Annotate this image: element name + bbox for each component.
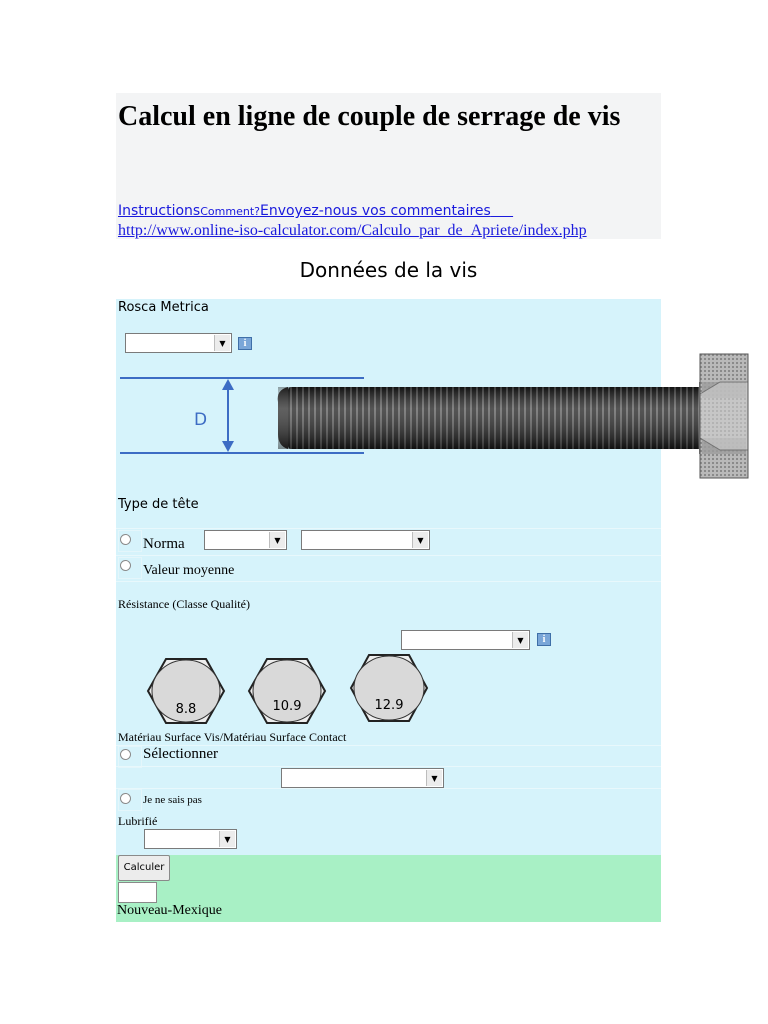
chevron-down-icon: ▼: [214, 335, 230, 351]
result-panel: [116, 855, 661, 922]
thread-label: Rosca Metrica: [118, 300, 209, 315]
bolt-diagram: D: [120, 353, 749, 479]
radio-wrapper: [118, 557, 142, 579]
chevron-down-icon: ▼: [512, 632, 528, 648]
lubricated-label: Lubrifié: [118, 814, 158, 828]
lubricated-select[interactable]: ▼: [144, 829, 237, 849]
radio-wrapper: [118, 530, 142, 552]
norma-select-2[interactable]: ▼: [301, 530, 430, 550]
radio-wrapper: [118, 789, 142, 811]
result-field[interactable]: [118, 882, 157, 903]
hex-bolt-head-icon: [349, 654, 429, 722]
mean-value-radio[interactable]: [120, 560, 131, 571]
comment-link[interactable]: Comment?: [200, 205, 260, 218]
norma-radio[interactable]: [120, 534, 131, 545]
divider: [116, 581, 661, 582]
divider: [116, 745, 661, 746]
material-select[interactable]: ▼: [281, 768, 444, 788]
resistance-select[interactable]: ▼: [401, 630, 530, 650]
feedback-link-trailing: [491, 203, 513, 219]
footer-text: Nouveau-Mexique: [117, 903, 222, 918]
chevron-down-icon: ▼: [269, 532, 285, 548]
divider: [116, 555, 661, 556]
grade-label: 10.9: [272, 699, 302, 714]
page-title: Calcul en ligne de couple de serrage de …: [118, 101, 621, 132]
chevron-down-icon: ▼: [219, 831, 235, 847]
thread-select[interactable]: ▼: [125, 333, 232, 353]
norma-select-1[interactable]: ▼: [204, 530, 287, 550]
divider: [116, 788, 661, 789]
divider: [116, 528, 661, 529]
grade-label: 8.8: [175, 702, 197, 717]
grade-10-9-hex: 10.9: [247, 656, 327, 726]
calculate-button[interactable]: Calculer: [118, 855, 170, 881]
chevron-down-icon: ▼: [426, 770, 442, 786]
select-material-radio[interactable]: [120, 749, 131, 760]
chevron-down-icon: ▼: [412, 532, 428, 548]
header-panel: [116, 93, 661, 239]
material-label: Matériau Surface Vis/Matériau Surface Co…: [118, 730, 347, 744]
grade-label: 12.9: [374, 698, 404, 713]
instructions-link[interactable]: Instructions: [118, 203, 201, 219]
select-material-label: Sélectionner: [143, 746, 218, 762]
diameter-label: D: [194, 410, 207, 430]
radio-wrapper: [118, 746, 142, 768]
section-title: Données de la vis: [299, 258, 478, 282]
info-icon[interactable]: i: [238, 337, 252, 350]
mean-value-label: Valeur moyenne: [143, 563, 235, 578]
hex-bolt-head-icon: [146, 658, 226, 724]
resistance-label: Résistance (Classe Qualité): [118, 597, 250, 611]
url-link[interactable]: http://www.online-iso-calculator.com/Cal…: [118, 222, 587, 239]
grade-12-9-hex: 12.9: [348, 652, 430, 724]
feedback-link[interactable]: Envoyez-nous vos commentaires: [259, 203, 491, 219]
header-links: InstructionsComment?Envoyez-nous vos com…: [118, 202, 513, 221]
unknown-material-radio[interactable]: [120, 793, 131, 804]
grade-8-8-hex: 8.8: [146, 656, 226, 726]
info-icon[interactable]: i: [537, 633, 551, 646]
head-type-label: Type de tête: [118, 497, 199, 512]
unknown-material-label: Je ne sais pas: [143, 794, 202, 806]
norma-label: Norma: [143, 536, 185, 552]
hex-bolt-head-icon: [247, 658, 327, 724]
divider: [116, 766, 661, 767]
